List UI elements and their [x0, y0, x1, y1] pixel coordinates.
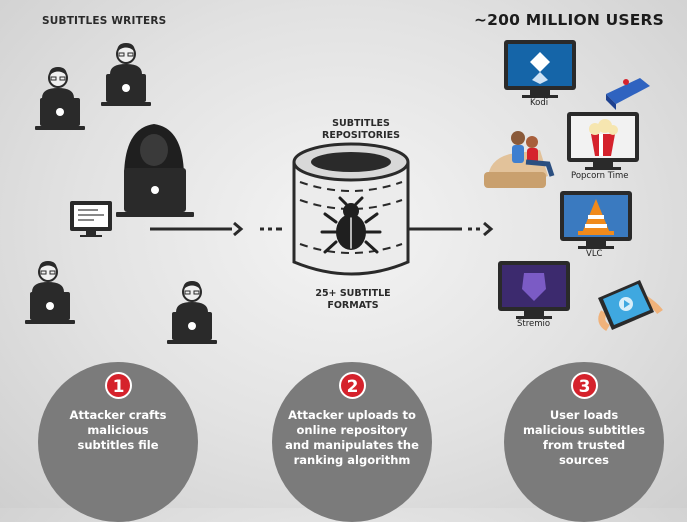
step-1-circle: 1 Attacker crafts malicious subtitles fi…	[38, 362, 198, 522]
writer-4	[167, 280, 217, 344]
couple-on-sofa-icon	[484, 131, 555, 188]
flow-arrow-left	[150, 221, 282, 237]
step-1-text: Attacker crafts malicious subtitles file	[69, 408, 167, 452]
illustration-layer	[25, 40, 663, 344]
step-1-number: 1	[105, 372, 132, 399]
kodi-monitor-icon	[504, 40, 576, 98]
kodi-label: Kodi	[530, 98, 549, 108]
vlc-label: VLC	[586, 249, 603, 259]
writer-2	[101, 42, 151, 106]
step-2-circle: 2 Attacker uploads to online repository …	[272, 362, 432, 522]
step-2-number: 2	[339, 372, 366, 399]
writer-1	[35, 66, 85, 130]
step-2-text: Attacker uploads to online repository an…	[285, 408, 419, 467]
step-3-text: User loads malicious subtitles from trus…	[522, 408, 646, 467]
infographic: SUBTITLES WRITERS ~200 MILLION USERS SUB…	[25, 11, 665, 522]
popcorn-time-label: Popcorn Time	[571, 171, 629, 181]
hooded-attacker-icon	[116, 124, 194, 217]
stremio-monitor-icon	[498, 261, 570, 319]
vlc-monitor-icon	[560, 191, 632, 249]
stremio-label: Stremio	[517, 319, 551, 329]
subtitle-repository-database-icon	[292, 142, 410, 276]
subtitle-formats-label: 25+ SUBTITLE FORMATS	[315, 288, 391, 311]
subtitle-file-icon	[70, 201, 112, 237]
repositories-title: SUBTITLES REPOSITORIES	[322, 118, 400, 141]
step-3-circle: 3 User loads malicious subtitles from tr…	[504, 362, 664, 522]
popcorn-time-monitor-icon	[567, 112, 639, 170]
media-box-icon	[606, 78, 650, 110]
writer-3	[25, 260, 75, 324]
subtitles-writers-title: SUBTITLES WRITERS	[42, 15, 167, 27]
bug-icon	[320, 196, 382, 254]
tablet-icon	[598, 280, 663, 332]
users-count-title: ~200 MILLION USERS	[474, 11, 665, 29]
step-3-number: 3	[571, 372, 598, 399]
